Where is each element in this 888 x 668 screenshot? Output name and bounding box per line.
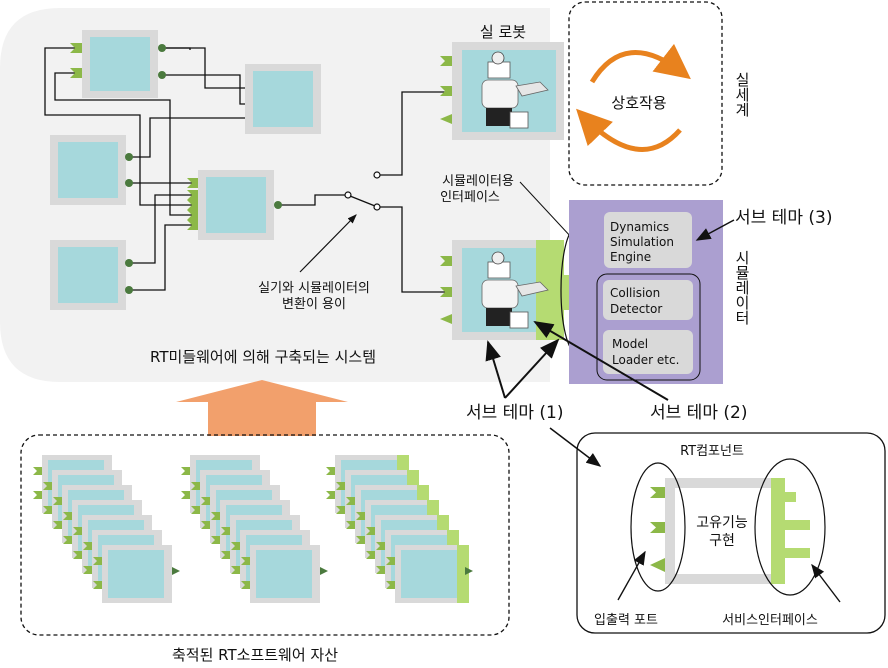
subtheme1-label: 서브 테마 (1) — [466, 403, 563, 423]
core-label-1: 고유기능 — [696, 515, 748, 531]
assets-box — [20, 434, 510, 636]
switch-callout-arrow — [299, 214, 357, 273]
sim-interface-label-1: 시뮬레이터용 — [442, 174, 514, 189]
asset-card — [93, 545, 180, 603]
interaction-arrow-top — [589, 43, 691, 84]
service-if-label: 서비스인터페이스 — [722, 613, 818, 628]
dynamics-label-3: Engine — [610, 250, 651, 264]
loader-label-1: Model — [612, 337, 648, 351]
system-panel — [0, 8, 550, 382]
subtheme3-arrow — [695, 219, 735, 241]
component-4 — [187, 170, 282, 240]
collision-label-1: Collision — [610, 286, 660, 300]
switch-label-2: 변환이 용이 — [282, 297, 346, 312]
service-if-arrow — [811, 563, 841, 603]
collision-box — [603, 280, 693, 320]
component-3 — [50, 135, 133, 205]
dynamics-label-1: Dynamics — [610, 220, 669, 234]
real-world-label: 실세계 — [733, 72, 751, 117]
component-1 — [70, 30, 166, 98]
core-label-2: 구현 — [709, 533, 735, 549]
dynamics-box — [604, 212, 692, 268]
subtheme1-arrow-a — [485, 340, 506, 399]
switch — [344, 171, 381, 211]
assets-up-arrow — [176, 380, 348, 436]
loader-box — [603, 330, 693, 374]
component-2 — [245, 64, 321, 134]
asset-stack-3 — [326, 455, 473, 603]
sim-interface-label-2: 인터페이스 — [440, 190, 500, 205]
assets-caption: 축적된 RT소프트웨어 자산 — [172, 646, 338, 664]
loader-label-2: Loader etc. — [612, 353, 679, 367]
service-if-ellipse — [754, 458, 826, 596]
interaction-label: 상호작용 — [611, 94, 666, 112]
subtheme3-label: 서브 테마 (3) — [735, 208, 832, 228]
subtheme1-arrow-c — [549, 427, 602, 467]
interaction-arrow-bottom — [576, 108, 682, 152]
robot-image-sim — [481, 251, 549, 329]
io-ports-ellipse — [630, 462, 686, 592]
simulator-label: 시뮬레이터 — [733, 250, 751, 325]
robot-image-real — [481, 51, 549, 129]
asset-card — [241, 545, 328, 603]
rtc-core-component — [650, 478, 810, 584]
rtc-title: RT컴포넌트 — [680, 444, 744, 459]
io-ports-label: 입출력 포트 — [594, 613, 658, 628]
component-5 — [50, 240, 133, 310]
subtheme1-arrow-b — [504, 338, 560, 399]
collision-label-2: Detector — [610, 302, 662, 316]
system-caption: RT미들웨어에 의해 구축되는 시스템 — [150, 348, 376, 366]
collision-loader-group — [596, 273, 701, 381]
sim-interface-leader — [519, 181, 573, 239]
real-robot-label: 실 로봇 — [480, 23, 526, 41]
switch-label-1: 실기와 시뮬레이터의 — [258, 281, 370, 296]
asset-stack-1 — [33, 455, 180, 603]
connection-wires — [44, 47, 452, 293]
dynamics-label-2: Simulation — [610, 235, 674, 249]
subtheme2-label: 서브 테마 (2) — [650, 403, 747, 423]
asset-stack-2 — [181, 455, 328, 603]
rtc-detail-box — [576, 432, 886, 634]
asset-card — [386, 545, 473, 603]
subtheme2-arrow — [533, 320, 669, 401]
io-ports-arrow — [617, 550, 646, 601]
